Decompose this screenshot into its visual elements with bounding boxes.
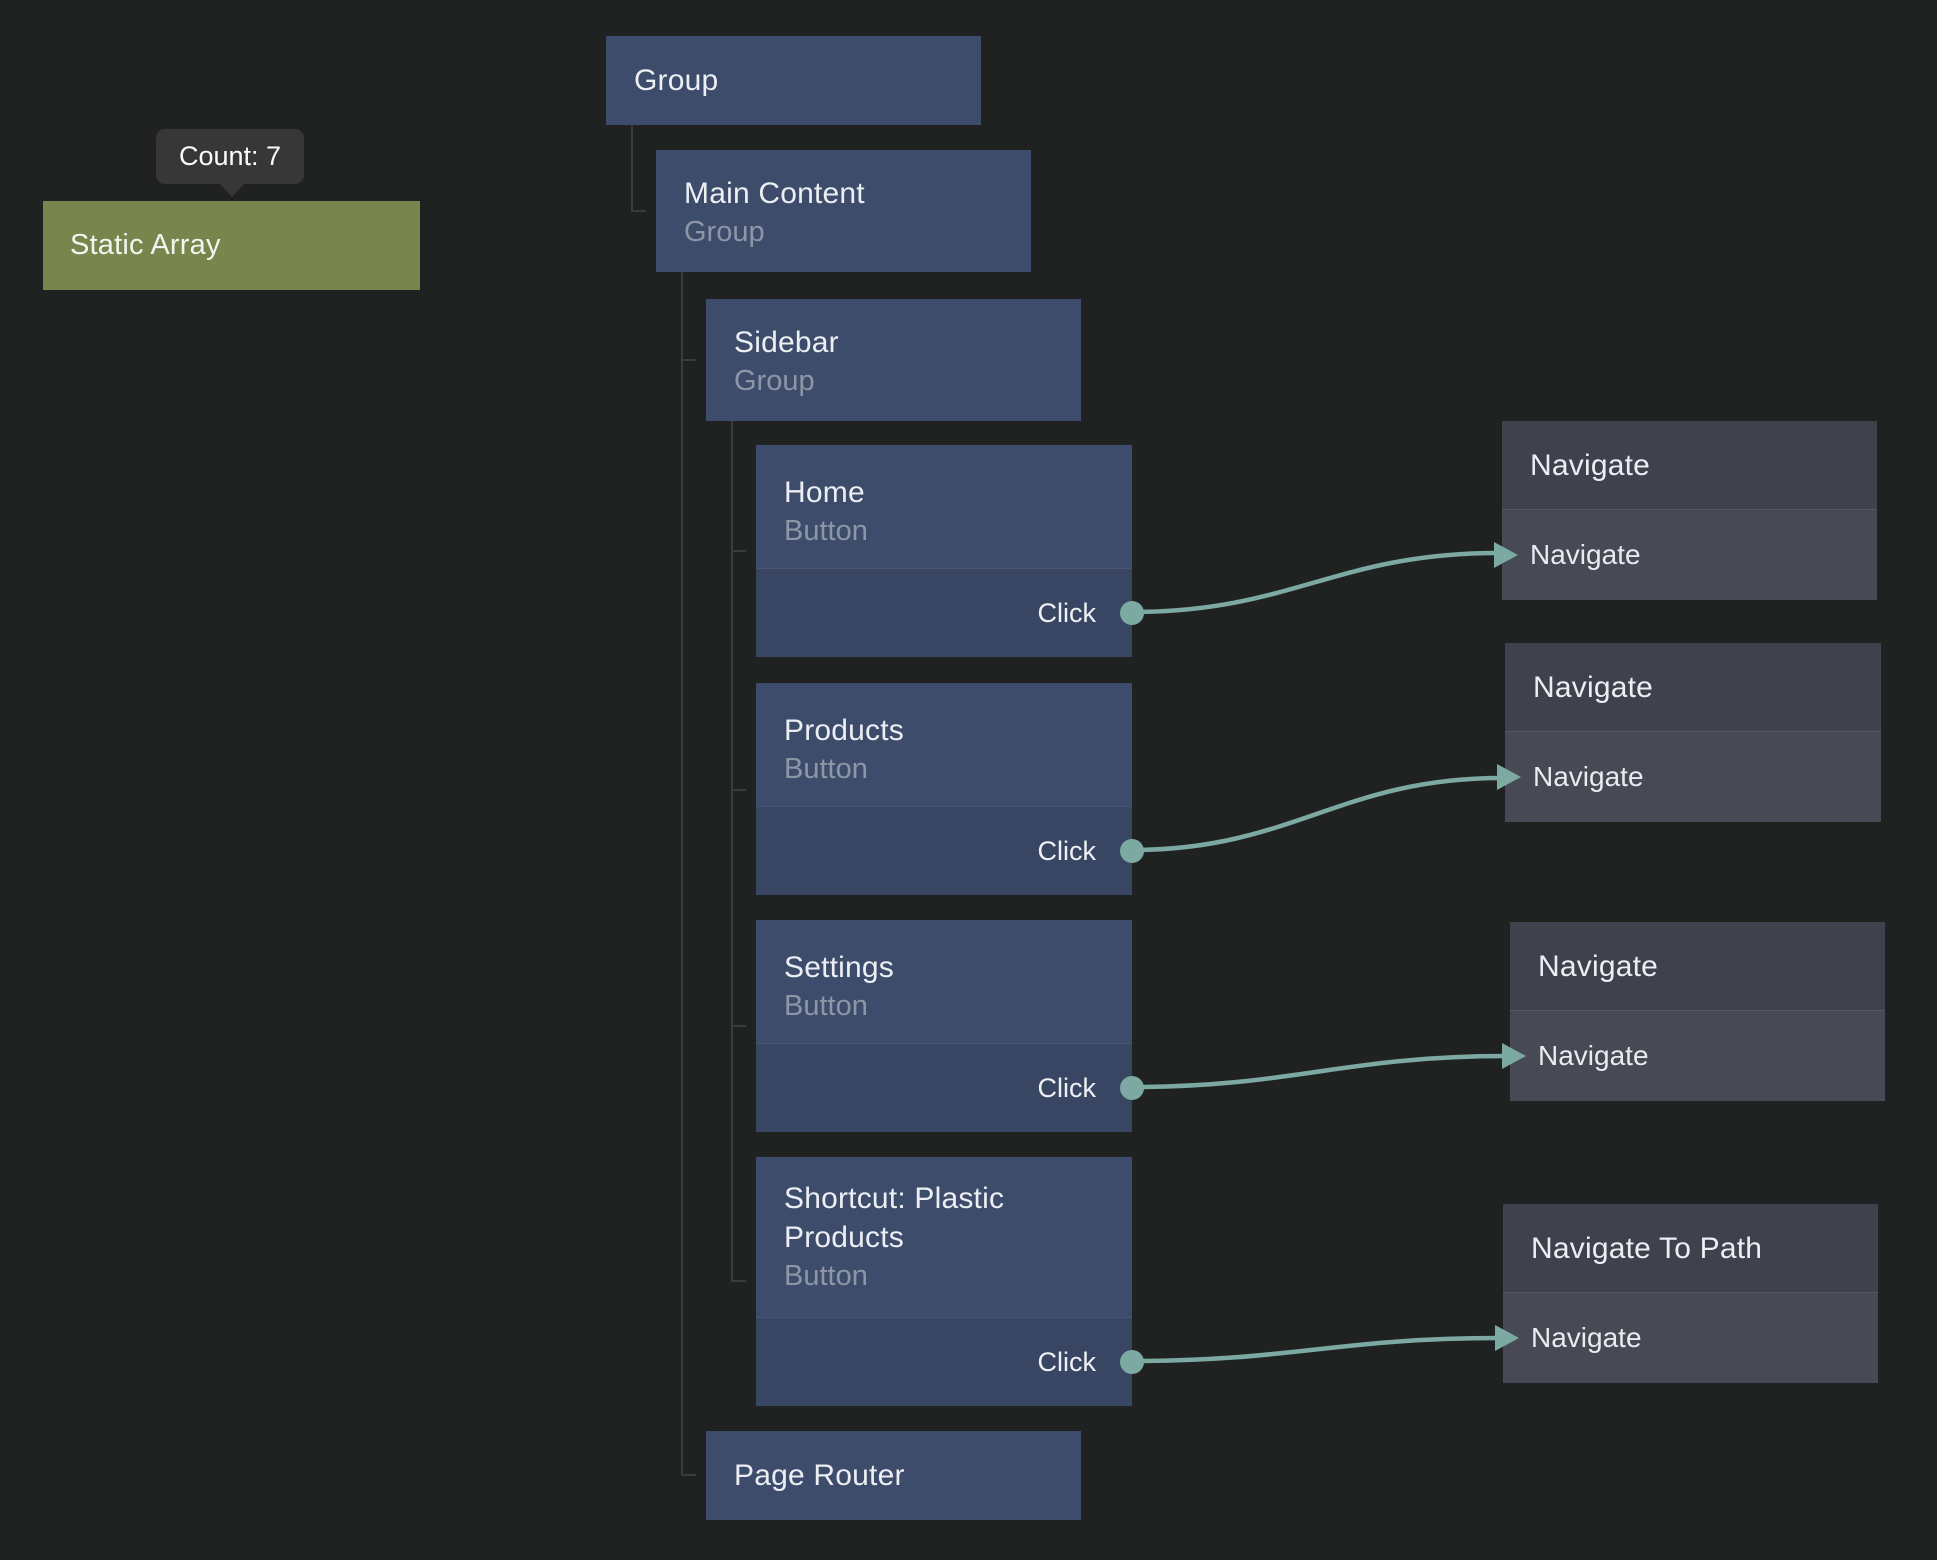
node-navigate-to-path[interactable]: Navigate To Path Navigate	[1495, 1204, 1878, 1383]
output-port-dot[interactable]	[1120, 601, 1144, 625]
input-port-label: Navigate	[1530, 539, 1641, 570]
node-title: Navigate To Path	[1531, 1231, 1763, 1265]
node-subtitle: Button	[784, 1260, 868, 1292]
tree-connector-tick	[731, 1025, 746, 1027]
output-port-label: Click	[1037, 835, 1097, 866]
node-sidebar[interactable]: Sidebar Group	[706, 299, 1081, 421]
tree-connector-tick	[731, 1280, 746, 1282]
output-port-label: Click	[1037, 1072, 1097, 1103]
connection-curve-products-navigate[interactable]	[1129, 775, 1504, 853]
node-title: Navigate	[1530, 448, 1651, 482]
tree-connector-line	[681, 272, 683, 1475]
input-arrow-icon[interactable]	[1497, 764, 1521, 790]
tree-connector-tick	[681, 359, 696, 361]
input-port-label: Navigate	[1533, 761, 1644, 792]
node-navigate-3[interactable]: Navigate Navigate	[1502, 922, 1885, 1101]
node-title: Page Router	[734, 1459, 905, 1492]
tooltip-text: Count: 7	[178, 141, 282, 171]
node-title: Navigate	[1538, 949, 1659, 983]
node-title: Settings	[784, 951, 894, 984]
input-arrow-icon[interactable]	[1495, 1325, 1519, 1351]
tree-connector-tick	[631, 210, 646, 212]
node-title: Group	[634, 64, 719, 97]
node-title: Static Array	[70, 229, 221, 261]
output-port-dot[interactable]	[1120, 1350, 1144, 1374]
tree-connector-tick	[731, 789, 746, 791]
node-subtitle: Button	[784, 515, 868, 547]
node-navigate-2[interactable]: Navigate Navigate	[1497, 643, 1881, 822]
node-group[interactable]: Group	[606, 36, 981, 125]
input-port-label: Navigate	[1531, 1322, 1642, 1353]
input-arrow-icon[interactable]	[1494, 542, 1518, 568]
output-port-label: Click	[1037, 597, 1097, 628]
input-arrow-icon[interactable]	[1502, 1043, 1526, 1069]
node-static-array[interactable]: Static Array	[43, 201, 420, 290]
tree-connector-tick	[681, 1474, 696, 1476]
node-title: Navigate	[1533, 670, 1654, 704]
node-subtitle: Group	[734, 365, 815, 397]
node-title: Main Content	[684, 177, 865, 210]
node-title: Sidebar	[734, 326, 839, 359]
tree-connector-tick	[731, 550, 746, 552]
input-port-label: Navigate	[1538, 1040, 1649, 1071]
node-navigate-1[interactable]: Navigate Navigate	[1494, 421, 1877, 600]
output-port-dot[interactable]	[1120, 1076, 1144, 1100]
node-main-content[interactable]: Main Content Group	[656, 150, 1031, 272]
node-products-button[interactable]: Products Button Click	[756, 683, 1144, 895]
node-page-router[interactable]: Page Router	[706, 1431, 1081, 1520]
node-subtitle: Button	[784, 753, 868, 785]
tree-connector-line	[731, 421, 733, 1281]
node-home-button[interactable]: Home Button Click	[756, 445, 1144, 657]
output-port-label: Click	[1037, 1346, 1097, 1377]
tree-connector-line	[631, 125, 633, 212]
node-subtitle: Group	[684, 216, 765, 248]
connection-curve-settings-navigate[interactable]	[1129, 1053, 1509, 1090]
node-settings-button[interactable]: Settings Button Click	[756, 920, 1144, 1132]
output-port-dot[interactable]	[1120, 839, 1144, 863]
count-tooltip: Count: 7	[156, 129, 304, 184]
connection-curve-shortcut-navigate[interactable]	[1129, 1335, 1502, 1364]
node-title: Shortcut: Plastic Products	[784, 1182, 1005, 1254]
connection-curve-home-navigate[interactable]	[1129, 550, 1501, 615]
node-subtitle: Button	[784, 990, 868, 1022]
node-title: Home	[784, 476, 865, 509]
tooltip-pointer	[219, 183, 245, 197]
node-title: Products	[784, 714, 904, 747]
node-shortcut-plastic-products-button[interactable]: Shortcut: Plastic Products Button Click	[756, 1157, 1144, 1406]
